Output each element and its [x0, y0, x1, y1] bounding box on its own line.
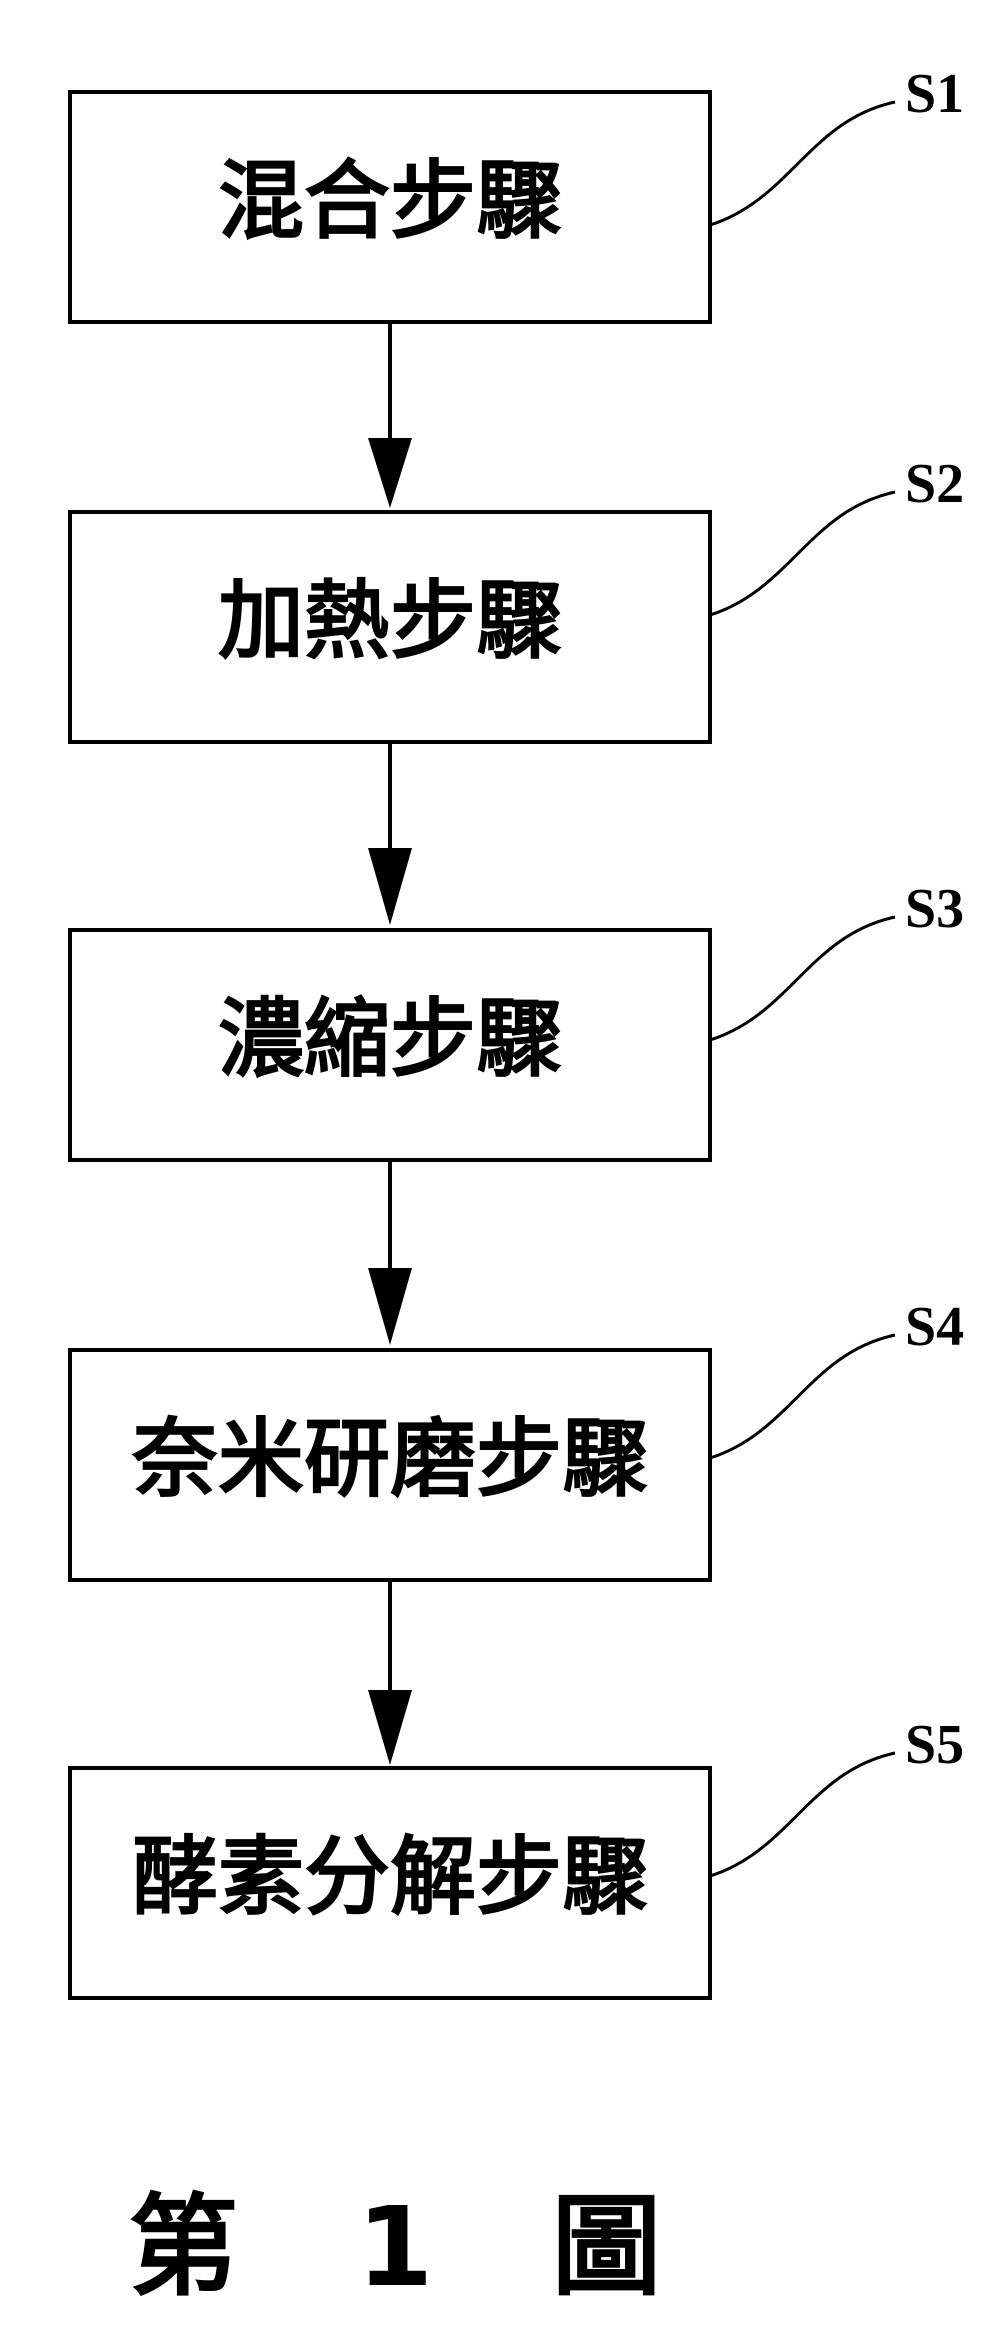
- step-box-s3: 濃縮步驟: [68, 928, 712, 1162]
- leader-line-s3: [709, 915, 896, 1042]
- arrow-s3-s4: [368, 1160, 412, 1345]
- leader-line-s1: [709, 100, 896, 227]
- step-text-s3: 濃縮步驟: [218, 989, 562, 1089]
- step-box-s4: 奈米研磨步驟: [68, 1348, 712, 1582]
- step-label-s2: S2: [905, 453, 964, 515]
- step-label-s4: S4: [905, 1296, 964, 1358]
- step-label-s1: S1: [905, 63, 964, 125]
- step-box-s5: 酵素分解步驟: [68, 1766, 712, 2000]
- step-box-s1: 混合步驟: [68, 90, 712, 324]
- step-label-s5: S5: [905, 1714, 964, 1776]
- leader-line-s2: [709, 490, 896, 617]
- leader-line-s4: [709, 1333, 896, 1460]
- step-label-s3: S3: [905, 878, 964, 940]
- leader-line-s5: [709, 1751, 896, 1878]
- step-text-s4: 奈米研磨步驟: [131, 1409, 648, 1509]
- step-box-s2: 加熱步驟: [68, 510, 712, 744]
- arrow-s2-s3: [368, 742, 412, 925]
- figure-caption: 第 1 圖: [128, 2183, 701, 2311]
- step-text-s2: 加熱步驟: [218, 571, 562, 671]
- arrow-s4-s5: [368, 1580, 412, 1765]
- step-text-s5: 酵素分解步驟: [132, 1827, 648, 1927]
- step-text-s1: 混合步驟: [218, 151, 562, 251]
- arrow-s1-s2: [368, 322, 412, 508]
